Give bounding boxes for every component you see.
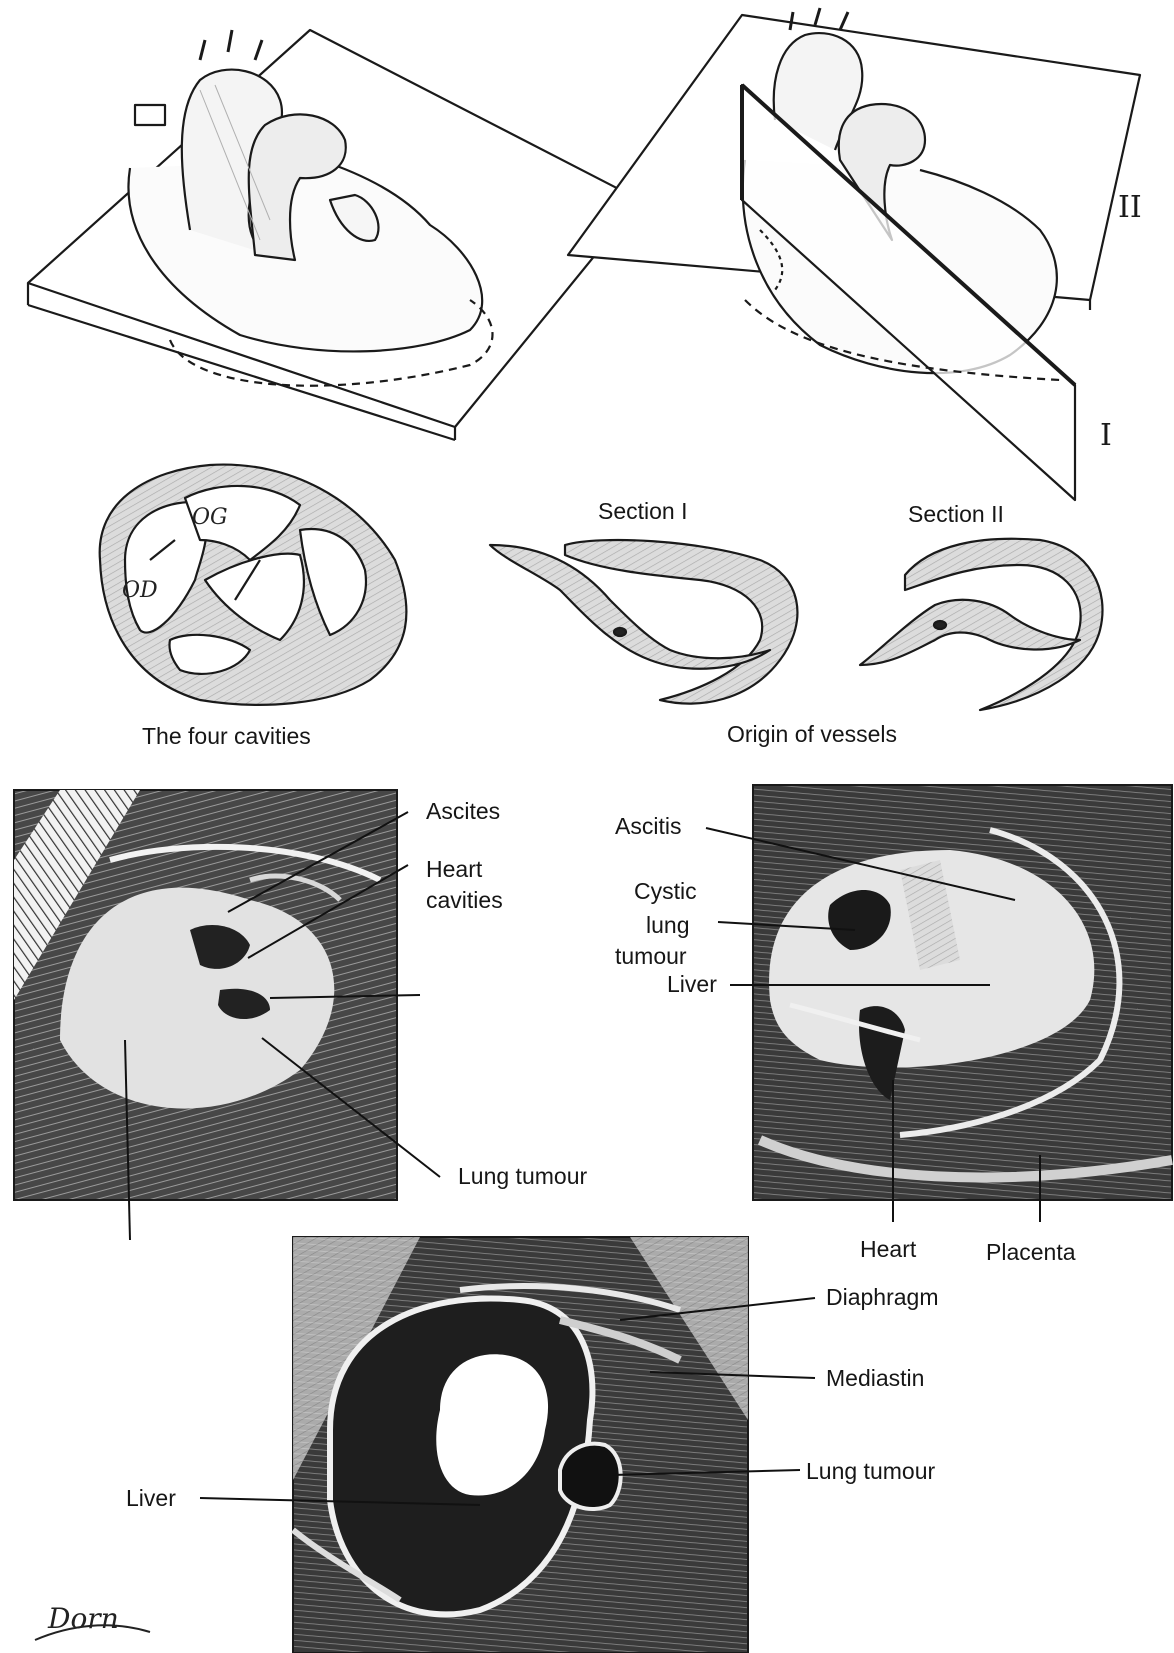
plane-one-label: I (1100, 418, 1112, 453)
scan-right-tumour-label: tumour (615, 942, 687, 971)
section-two-drawing (860, 539, 1103, 710)
scan-right-placenta-label: Placenta (986, 1238, 1076, 1267)
section-one-title: Section I (598, 497, 688, 526)
scan-bottom-liver-label: Liver (126, 1484, 176, 1513)
artist-signature: Dorn (48, 1602, 119, 1635)
scan-left-cavities-label: cavities (426, 886, 503, 915)
scan-bottom (293, 1237, 748, 1653)
scan-left-lung-tumour-label: Lung tumour (458, 1162, 587, 1191)
scan-bottom-diaphragm-label: Diaphragm (826, 1283, 939, 1312)
origin-of-vessels-caption: Origin of vessels (727, 720, 897, 749)
scan-right-liver-label: Liver (667, 970, 717, 999)
left-atrium-label: OG (192, 505, 228, 530)
section-one-drawing (490, 540, 797, 704)
four-cavities-caption: The four cavities (142, 722, 311, 751)
scan-right-lung-label: lung (646, 911, 689, 940)
heart-horizontal-plane (28, 30, 640, 440)
right-atrium-label: OD (122, 578, 158, 603)
plane-two-label: II (1118, 190, 1142, 225)
scan-left (14, 790, 397, 1200)
scan-right-heart-label: Heart (860, 1235, 916, 1264)
heart-section-planes (568, 8, 1140, 500)
scan-bottom-mediastin-label: Mediastin (826, 1364, 924, 1393)
scan-left-heart-label: Heart (426, 855, 482, 884)
scan-bottom-lung-tumour-label: Lung tumour (806, 1457, 935, 1486)
scan-left-ascites-label: Ascites (426, 797, 500, 826)
scan-right-ascitis-label: Ascitis (615, 812, 681, 841)
scan-right-cystic-label: Cystic (634, 877, 697, 906)
section-two-title: Section II (908, 500, 1004, 529)
scan-right (753, 785, 1172, 1200)
